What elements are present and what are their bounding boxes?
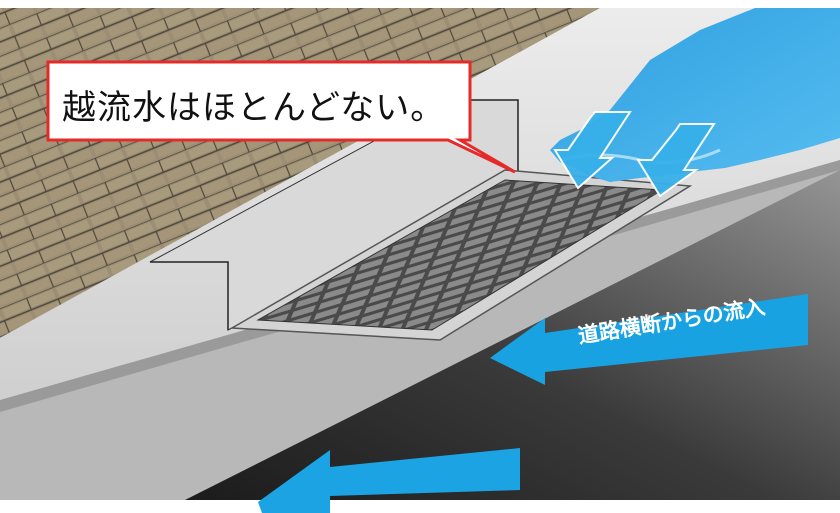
inflow-arrow-1 [553,111,632,190]
crossing-flow-arrow [490,294,808,385]
inflow-arrow-2 [636,123,716,198]
inlet-box-edge-top [450,99,519,180]
water-flow [550,8,840,182]
inlet-box-edge [150,261,229,330]
gutter-flow-arrow [258,448,520,513]
callout-bubble [46,60,516,174]
callout-text: 越流水はほとんどない。 [62,87,446,128]
